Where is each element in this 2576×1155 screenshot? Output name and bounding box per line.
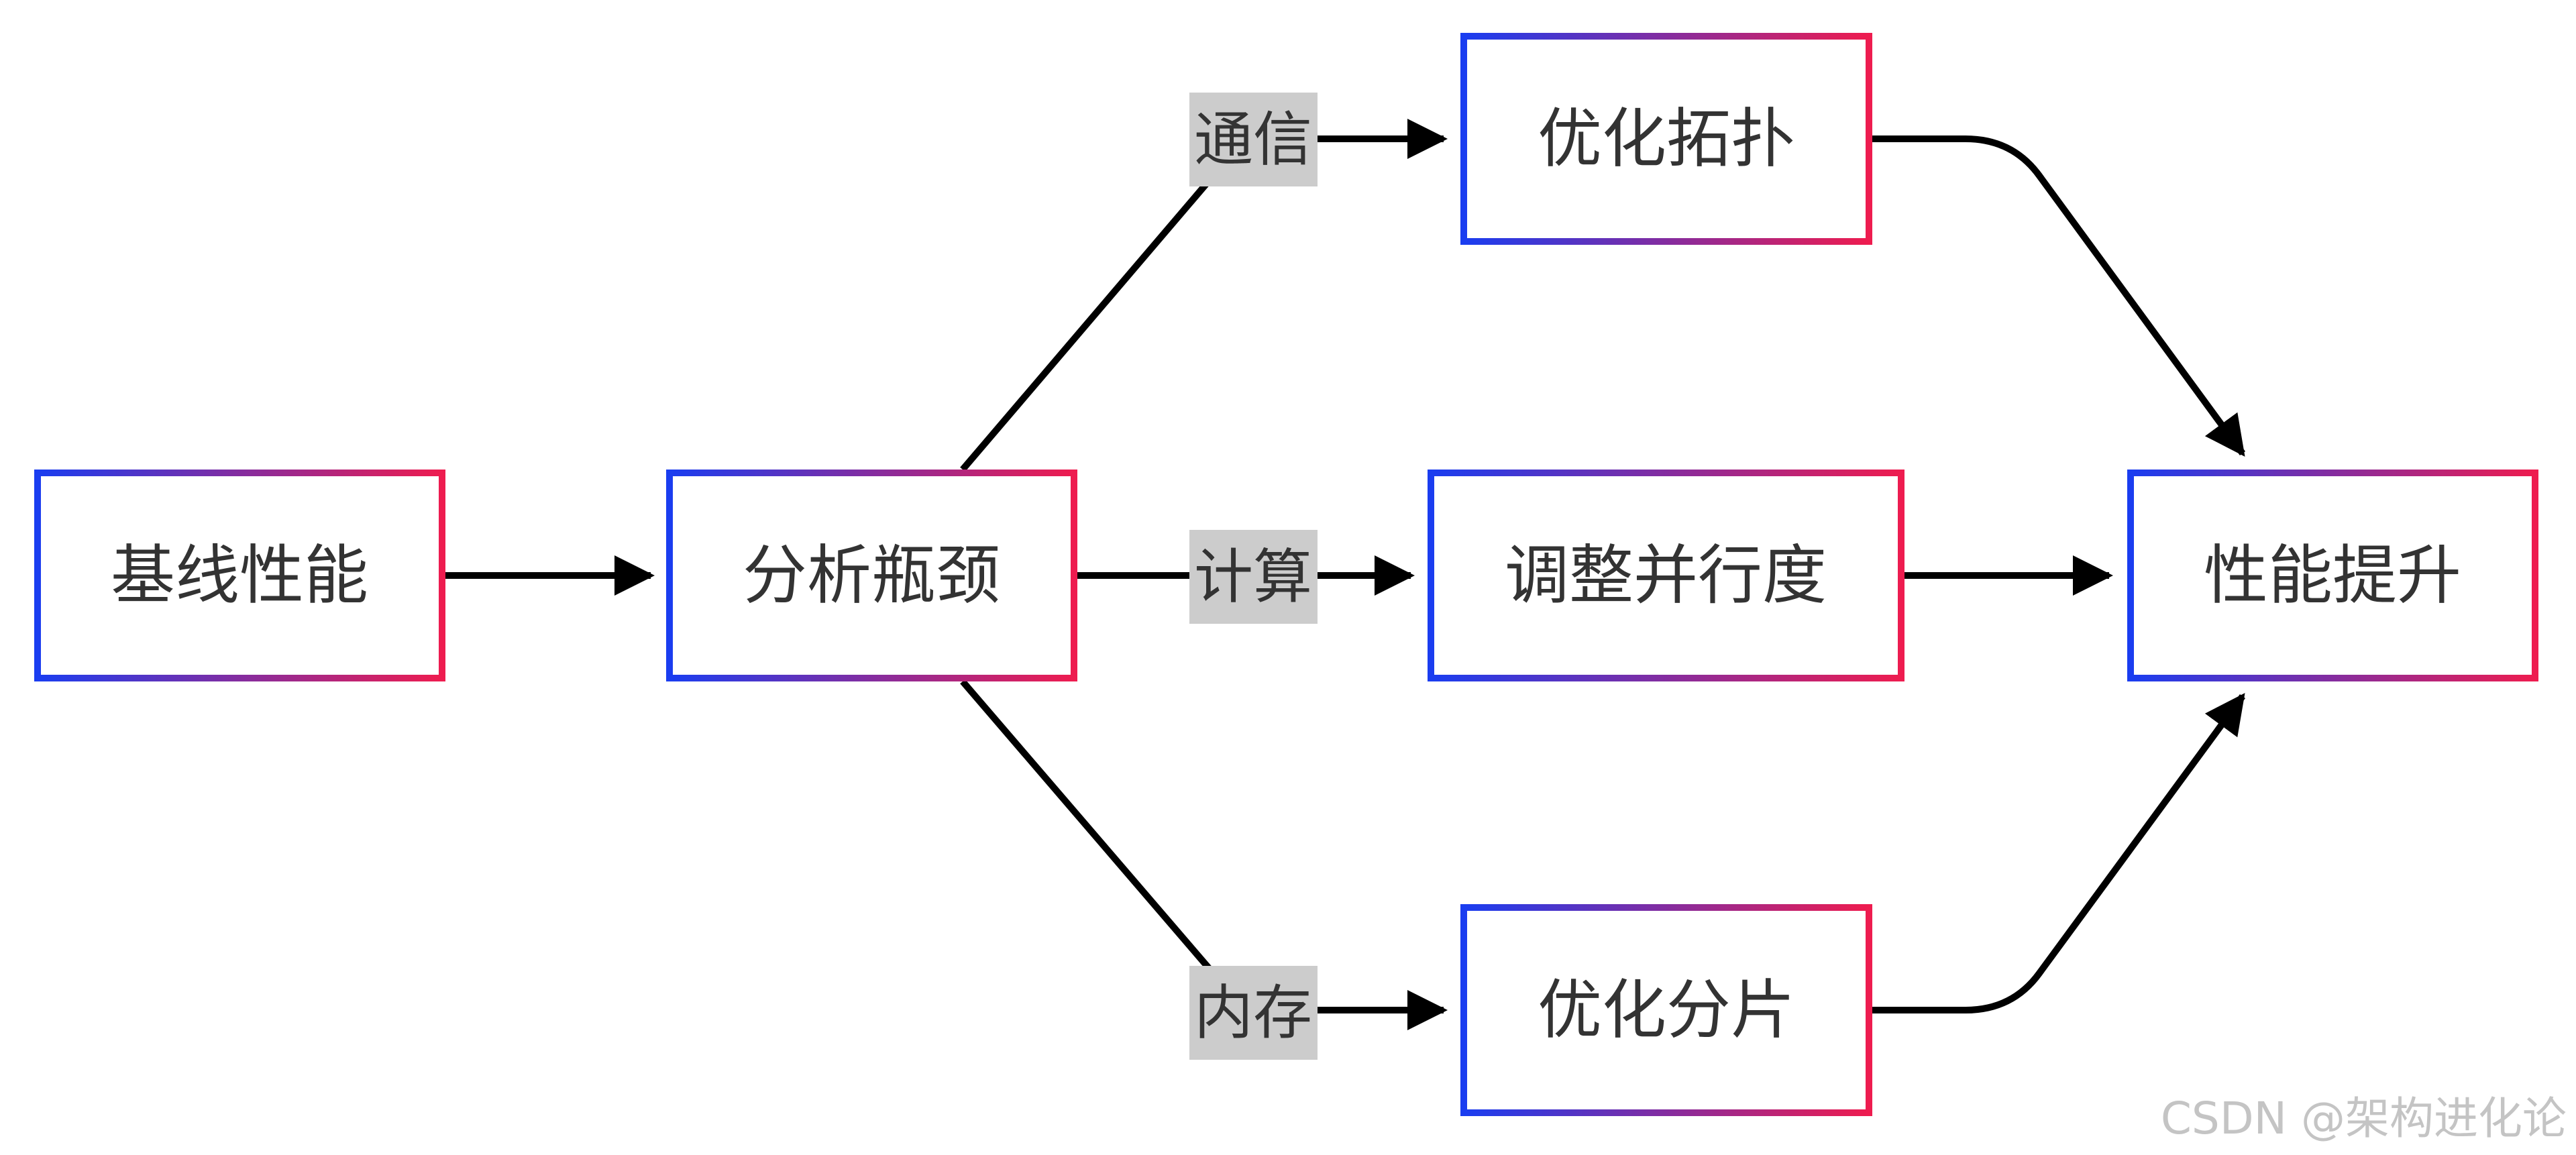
edge-analyze-to-sharding [960,679,1448,1030]
edge-label-compute: 计算 [1189,530,1318,624]
node-box [34,470,445,681]
edge-label-text: 内存 [1194,979,1312,1048]
node-box [2127,470,2538,681]
edge-sharding-to-improve [1872,693,2246,1013]
edge-label-background [1189,530,1318,624]
edge-topology-to-improve [1872,135,2246,457]
edges [443,119,2246,1030]
node-label: 基线性能 [111,538,368,613]
edge-label-communication: 通信 [1189,93,1318,186]
node-sharding: 优化分片 [1460,904,1872,1116]
node-baseline: 基线性能 [34,470,445,681]
node-improve: 性能提升 [2127,470,2538,681]
node-box [1460,33,1872,245]
node-analyze: 分析瓶颈 [666,470,1077,681]
edge-label-text: 计算 [1194,543,1312,612]
node-box [1428,470,1904,681]
node-box [1460,904,1872,1116]
node-label: 性能提升 [2204,538,2461,613]
edge-label-text: 通信 [1194,105,1312,174]
watermark: CSDN @架构进化论 [2161,1093,2567,1144]
node-label: 分析瓶颈 [743,538,1000,613]
edge-analyze-to-topology [960,119,1448,472]
node-box [666,470,1077,681]
edge-label-background [1189,966,1318,1060]
node-label: 优化分片 [1538,973,1795,1048]
edge-label-background [1189,93,1318,186]
node-label: 调整并行度 [1505,538,1827,613]
node-topology: 优化拓扑 [1460,33,1872,245]
node-parallel: 调整并行度 [1428,470,1904,681]
node-label: 优化拓扑 [1538,101,1795,176]
edge-label-memory: 内存 [1189,966,1318,1060]
